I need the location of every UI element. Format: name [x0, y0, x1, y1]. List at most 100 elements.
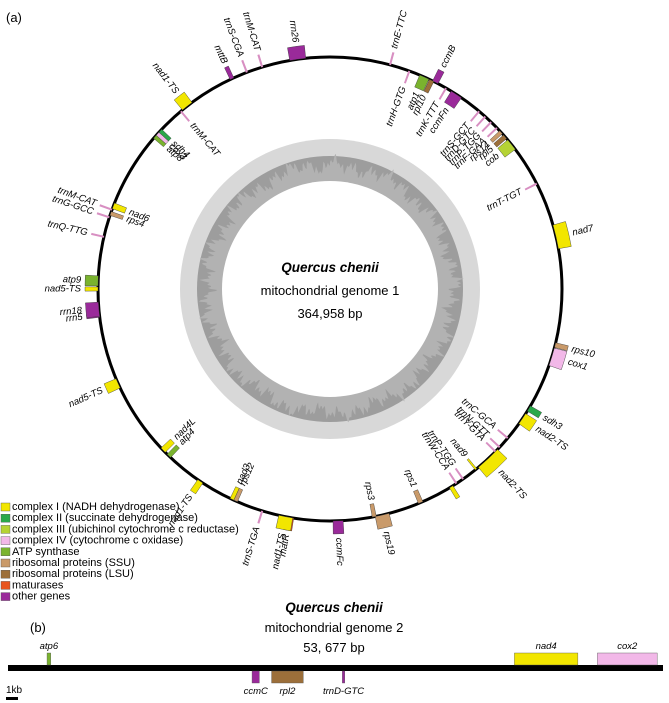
gene-block-19: [524, 182, 538, 191]
linear-gene-label-3: ccmC: [244, 686, 268, 697]
gene-label-5: trnE-TTC: [389, 9, 410, 50]
gene-block-35: [369, 503, 377, 518]
linear-gene-track: atp6 nad4 cox2 ccmC rpl2 trnD-GTC: [40, 641, 658, 697]
gene-label-19: trnT-TGT: [485, 186, 525, 214]
legend-swatch-3: [0, 536, 11, 545]
gene-block-33: [413, 489, 424, 504]
legend: complex I (NADH dehydrogenase)complex II…: [0, 501, 239, 603]
gene-block-51: [96, 212, 110, 219]
legend-label-8: other genes: [12, 591, 71, 603]
gene-block-3: [224, 65, 235, 80]
gene-block-17: [493, 134, 507, 148]
gene-block-26: [489, 437, 501, 448]
linear-gene-label-5: trnD-GTC: [323, 686, 364, 697]
linear-gene-label-0: atp6: [40, 641, 59, 652]
gene-block-8: [414, 74, 430, 92]
gene-block-22: [548, 347, 568, 371]
gene-label-58: trnM-CAT: [188, 121, 223, 160]
linear-gene-0: [46, 652, 51, 666]
gene-block-32: [449, 485, 461, 500]
gene-block-11: [444, 90, 462, 109]
gene-label-3: mttB: [212, 43, 231, 66]
gene-block-38: [275, 515, 293, 532]
gene-block-0: [287, 45, 306, 61]
gene-label-37: matR: [277, 533, 292, 557]
gene-block-15: [486, 127, 498, 138]
gene-block-27: [485, 441, 497, 453]
genome1-name: Quercus chenii: [281, 260, 379, 275]
legend-swatch-2: [0, 525, 11, 534]
legend-swatch-8: [0, 592, 11, 601]
genome2-name: Quercus chenii: [285, 600, 383, 615]
gene-block-24: [518, 413, 537, 432]
genome2-size: 53, 677 bp: [303, 640, 364, 655]
legend-label-3: complex IV (cytochrome c oxidase): [12, 535, 183, 547]
gene-block-30: [454, 467, 464, 480]
legend-label-0: complex I (NADH dehydrogenase): [12, 501, 180, 513]
gene-label-48: nad5-TS: [45, 284, 82, 295]
gene-block-16: [489, 130, 503, 143]
linear-gene-4: [271, 670, 304, 684]
gene-block-12: [470, 110, 480, 122]
gene-block-41: [229, 486, 240, 501]
gene-block-25: [497, 429, 509, 439]
legend-swatch-1: [0, 514, 11, 523]
gene-block-47: [85, 301, 100, 319]
gene-label-6: ccmB: [438, 43, 459, 70]
gene-label-50: trnQ-TTG: [47, 219, 89, 239]
gene-label-34: rps19: [381, 530, 397, 556]
gene-block-18: [497, 139, 516, 158]
gene-block-9: [423, 79, 435, 94]
gene-block-31: [448, 472, 458, 485]
gene-block-36: [332, 520, 345, 535]
gene-block-21: [554, 342, 569, 352]
gene-block-13: [475, 115, 486, 127]
gene-label-4: nad1-TS: [150, 61, 182, 97]
panel-a-label: (a): [6, 10, 22, 25]
gene-block-57: [158, 129, 172, 142]
gene-block-23: [527, 405, 542, 419]
gene-block-2: [241, 59, 248, 73]
gene-block-29: [466, 458, 478, 471]
gene-block-4: [173, 91, 193, 111]
gene-block-10: [438, 87, 447, 100]
gene-block-49: [84, 274, 99, 287]
legend-swatch-5: [0, 558, 11, 568]
gene-block-39: [257, 510, 264, 524]
genome1-title: mitochondrial genome 1: [261, 283, 400, 298]
scale-bar-label: 1kb: [6, 685, 23, 696]
gene-block-42: [190, 479, 204, 495]
gene-block-58: [180, 110, 190, 122]
gene-label-0: rrn26: [287, 20, 301, 44]
linear-gene-3: [251, 670, 260, 684]
gene-block-48: [84, 286, 99, 292]
gene-label-35: rps3: [362, 481, 376, 502]
linear-gene-1: [514, 652, 579, 666]
legend-swatch-4: [0, 547, 11, 556]
legend-label-1: complex II (succinate dehydrogenase): [12, 512, 198, 524]
gene-label-22: cox1: [567, 357, 589, 373]
gene-block-50: [91, 232, 105, 238]
gene-block-52: [99, 204, 113, 211]
gene-block-45: [103, 378, 121, 394]
gene-block-28: [478, 449, 508, 478]
legend-label-5: ribosomal proteins (SSU): [12, 557, 135, 569]
gene-label-28: nad2-TS: [496, 467, 529, 502]
linear-gene-2: [597, 652, 658, 666]
linear-gene-label-4: rpl2: [280, 686, 297, 697]
linear-genome-backbone: [8, 665, 663, 671]
linear-gene-5: [342, 670, 345, 684]
gene-block-44: [160, 438, 175, 453]
gene-block-1: [257, 54, 264, 68]
gene-block-43: [166, 444, 180, 458]
legend-swatch-0: [0, 502, 11, 512]
gene-label-39: trnS-TGA: [240, 526, 262, 568]
genome1-size: 364,958 bp: [297, 306, 362, 321]
legend-label-6: ribosomal proteins (LSU): [12, 568, 134, 580]
gene-block-54: [112, 202, 127, 214]
gene-label-36: ccmFc: [333, 538, 345, 567]
linear-gene-label-2: cox2: [617, 641, 638, 652]
gene-label-49: atp9: [62, 274, 82, 286]
linear-gene-label-1: nad4: [536, 641, 557, 652]
